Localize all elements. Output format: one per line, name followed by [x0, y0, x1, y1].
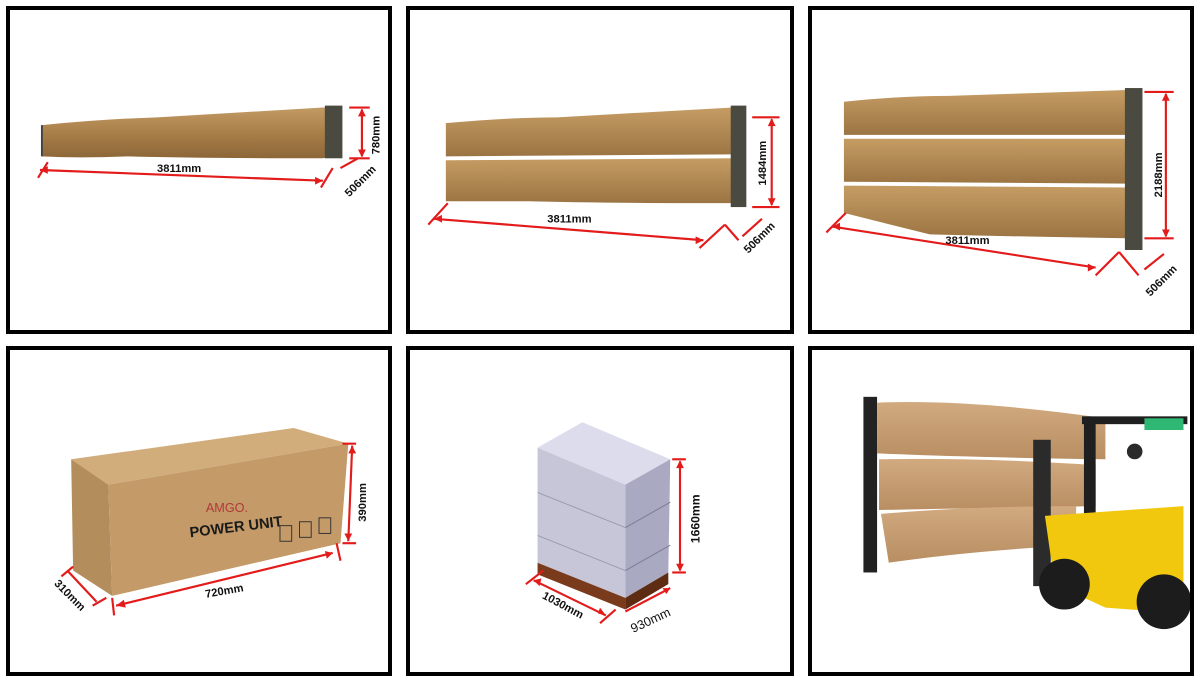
depth-label: 506mm — [343, 164, 379, 200]
pallet-wood-left — [537, 562, 626, 610]
panel-forklift — [808, 346, 1194, 676]
carton-side — [71, 459, 113, 596]
package-layer-2 — [445, 158, 733, 204]
height-label: 390mm — [357, 483, 369, 522]
keep-dry-icon — [318, 517, 332, 534]
panel-three-layer: 3811mm 2188mm 506mm — [808, 6, 1194, 334]
frame-end — [1124, 88, 1143, 250]
brand-logo: AMGO. — [206, 501, 248, 515]
cab-roof — [1081, 416, 1188, 425]
height-label: 1484mm — [757, 141, 769, 186]
wrapped-package — [41, 107, 341, 159]
pallet-front-right — [625, 459, 671, 598]
pallet-front-left — [537, 447, 626, 598]
panel-pallet: 1660mm 1030mm 930mm — [406, 346, 794, 676]
package-layer-1 — [445, 107, 733, 157]
single-package-illustration: 3811mm 780mm 506mm — [37, 105, 382, 200]
power-unit-box-illustration: AMGO. POWER UNIT 720mm 390mm 310mm — [51, 428, 369, 616]
depth-label: 930mm — [629, 605, 673, 636]
length-label: 720mm — [204, 582, 244, 601]
depth-label: 310mm — [51, 578, 87, 614]
pallet-wood-right — [625, 572, 669, 610]
package-layer-2 — [843, 138, 1127, 184]
frame-end — [324, 105, 343, 159]
panel-two-layer: 3811mm 1484mm 506mm — [406, 6, 794, 334]
panel-single-layer: 3811mm 780mm 506mm — [6, 6, 392, 334]
front-wheel — [1039, 558, 1090, 610]
driver — [1126, 443, 1143, 460]
forklift-mast — [1033, 439, 1051, 587]
pallet-illustration: 1660mm 1030mm 930mm — [525, 422, 703, 636]
forklift-illustration — [863, 396, 1190, 630]
clamp-frame — [863, 396, 878, 573]
package-layer-2 — [879, 458, 1096, 511]
package-layer-3 — [880, 506, 1077, 563]
three-layer-illustration: 3811mm 2188mm 506mm — [825, 88, 1180, 299]
two-layer-illustration: 3811mm 1484mm 506mm — [427, 105, 780, 256]
length-label: 3811mm — [945, 235, 989, 247]
package-layer-1 — [877, 402, 1106, 460]
pallet-top — [537, 422, 671, 485]
carton-front — [108, 443, 349, 596]
this-way-up-icon — [299, 521, 312, 538]
package-layer-3 — [843, 185, 1127, 239]
frame-end — [730, 105, 747, 208]
cab-pillar — [1083, 418, 1096, 536]
depth-label: 506mm — [1144, 263, 1180, 299]
depth-label: 506mm — [742, 220, 778, 256]
fragile-icon — [279, 525, 293, 542]
panel-power-unit-box: AMGO. POWER UNIT 720mm 390mm 310mm — [6, 346, 392, 676]
height-label: 1660mm — [689, 494, 703, 543]
height-label: 780mm — [370, 116, 382, 155]
plate-sign — [1144, 418, 1184, 431]
length-label: 3811mm — [547, 214, 591, 226]
rear-wheel — [1136, 574, 1190, 630]
carton-top — [71, 428, 349, 485]
length-label: 3811mm — [157, 163, 201, 175]
package-layer-1 — [843, 90, 1127, 135]
height-label: 2188mm — [1153, 152, 1165, 197]
